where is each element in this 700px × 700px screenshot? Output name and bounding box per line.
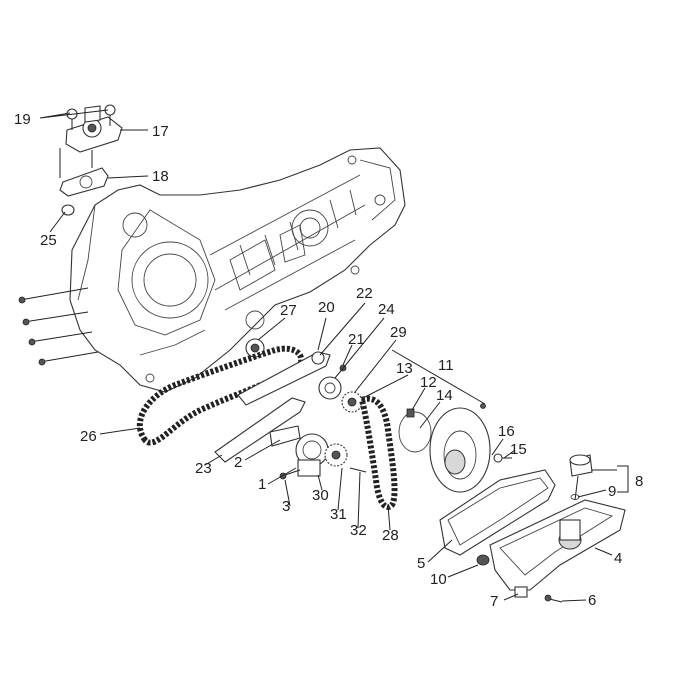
label-24: 24: [378, 301, 395, 318]
label-1: 1: [258, 476, 266, 493]
label-30: 30: [312, 487, 329, 504]
oil-pump-chain-28: [358, 395, 398, 510]
label-7: 7: [490, 593, 498, 610]
label-16: 16: [498, 423, 515, 440]
label-5: 5: [417, 555, 425, 572]
sump-gasket-5: [439, 469, 556, 556]
timing-chain-26: [136, 345, 305, 446]
label-23: 23: [195, 460, 212, 477]
label-10: 10: [430, 571, 447, 588]
label-15: 15: [510, 441, 527, 458]
label-14: 14: [436, 387, 453, 404]
cover-bolt-15: [493, 453, 512, 463]
dipstick-8: [569, 454, 593, 501]
label-22: 22: [356, 285, 373, 302]
crankcase: [18, 147, 406, 393]
label-18: 18: [152, 168, 169, 185]
chain-tensioner-assembly: [59, 104, 123, 216]
label-12: 12: [420, 374, 437, 391]
leader-lines: [39, 109, 629, 602]
label-26: 26: [80, 428, 97, 445]
label-27: 27: [280, 302, 297, 319]
label-20: 20: [318, 299, 335, 316]
label-13: 13: [396, 360, 413, 377]
oil-pump-cover-11: [429, 403, 491, 493]
label-29: 29: [390, 324, 407, 341]
oil-sump-4: [476, 499, 626, 603]
label-11: 11: [438, 357, 454, 374]
cover-small-parts: [391, 349, 486, 453]
label-31: 31: [330, 506, 347, 523]
chain-guide-parts: [214, 351, 331, 463]
label-28: 28: [382, 527, 399, 544]
label-3: 3: [282, 498, 290, 515]
label-6: 6: [588, 592, 596, 609]
label-19: 19: [14, 111, 31, 128]
label-8: 8: [635, 473, 643, 490]
callout-labels: 19 17 18 25 27 20 22 21 24 29 11 13 12 1…: [14, 111, 643, 610]
label-32: 32: [350, 522, 367, 539]
label-25: 25: [40, 232, 57, 249]
label-21: 21: [348, 331, 365, 348]
label-9: 9: [608, 483, 616, 500]
oil-pump-parts: [279, 351, 367, 480]
label-2: 2: [234, 454, 242, 471]
label-4: 4: [614, 550, 622, 567]
label-17: 17: [152, 123, 169, 140]
